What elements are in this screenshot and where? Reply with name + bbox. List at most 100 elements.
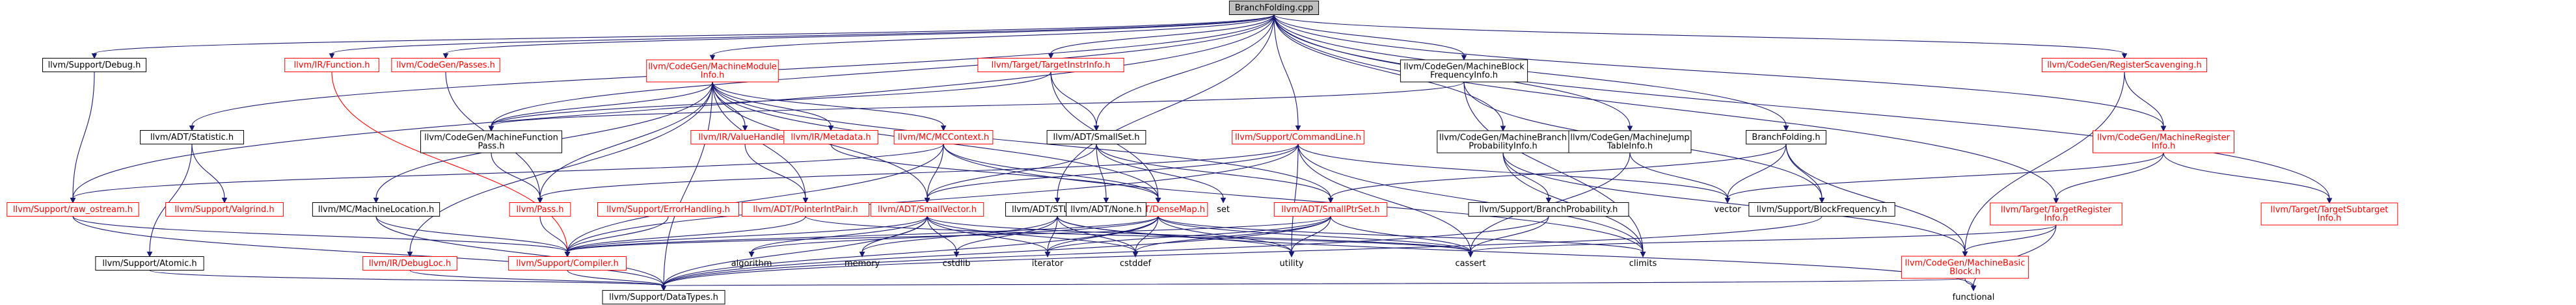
edge-root-to-treg	[1273, 14, 2059, 204]
node-label: climits	[1629, 259, 1657, 269]
node-box	[1400, 59, 1528, 83]
node-label: set	[1217, 205, 1230, 215]
node-compiler[interactable]: llvm/Support/Compiler.h	[508, 256, 627, 271]
node-label: llvm/CodeGen/MachineBasic	[1905, 259, 2026, 269]
node-errh[interactable]: llvm/Support/ErrorHandling.h	[597, 202, 739, 217]
node-bfh[interactable]: BranchFolding.h	[1746, 130, 1826, 144]
node-rs[interactable]: llvm/CodeGen/RegisterScavenging.h	[2041, 58, 2208, 72]
edge-arrowhead	[564, 252, 571, 258]
edge-root-to-tsub	[1273, 14, 2333, 204]
node-label: llvm/ADT/None.h	[1070, 205, 1141, 215]
node-cstdlib: cstdlib	[943, 259, 971, 269]
node-box	[1748, 202, 1895, 217]
node-label: llvm/Support/BlockFrequency.h	[1757, 205, 1888, 215]
edge-smallvector-to-datatypes	[660, 216, 928, 291]
node-function[interactable]: llvm/IR/Function.h	[284, 58, 379, 72]
edge-arrowhead	[1627, 126, 1633, 132]
node-box	[1746, 130, 1826, 144]
node-valgrind[interactable]: llvm/Support/Valgrind.h	[165, 202, 284, 217]
node-vector: vector	[1714, 205, 1741, 215]
node-label: llvm/IR/Function.h	[294, 60, 370, 70]
node-label: Info.h	[701, 71, 725, 81]
edge-arrowhead	[1545, 198, 1552, 204]
edge-bfh-to-bfreq	[1785, 144, 1825, 204]
node-tri[interactable]: llvm/Target/TargetInstrInfo.h	[977, 58, 1124, 72]
edge-function-to-compiler	[331, 72, 571, 258]
edge-arrowhead	[1132, 252, 1139, 258]
node-ivh[interactable]: llvm/IR/ValueHandle.h	[690, 130, 800, 144]
node-metadata[interactable]: llvm/IR/Metadata.h	[783, 130, 878, 144]
edge-arrowhead	[953, 252, 960, 258]
node-label: llvm/Support/Compiler.h	[516, 259, 618, 269]
node-pass[interactable]: llvm/Pass.h	[509, 202, 571, 217]
node-none[interactable]: llvm/ADT/None.h	[1066, 202, 1146, 217]
node-label: llvm/CodeGen/MachineBlock	[1403, 62, 1525, 72]
edge-arrowhead	[940, 126, 947, 131]
node-label: llvm/MC/MachineLocation.h	[318, 205, 434, 215]
edge-treg-to-mbb	[1962, 224, 2057, 258]
edge-arrowhead	[1783, 126, 1789, 131]
node-atomic[interactable]: llvm/Support/Atomic.h	[95, 256, 204, 271]
edge-arrowhead	[1970, 285, 1977, 291]
node-datatypes[interactable]: llvm/Support/DataTypes.h	[602, 290, 725, 304]
node-label: llvm/ADT/PointerIntPair.h	[753, 205, 858, 215]
edge-arrowhead	[748, 252, 755, 258]
node-smallset[interactable]: llvm/ADT/SmallSet.h	[1046, 130, 1146, 144]
node-debugloc[interactable]: llvm/IR/DebugLoc.h	[362, 256, 457, 271]
node-box	[165, 202, 284, 217]
edge-densemap-to-compiler	[564, 216, 1159, 258]
node-raw[interactable]: llvm/Support/raw_ostream.h	[7, 202, 139, 217]
node-mbpi[interactable]: llvm/CodeGen/MachineBranchProbabilityInf…	[1437, 130, 1569, 153]
node-climits: climits	[1629, 259, 1657, 269]
node-box	[7, 202, 139, 217]
node-label: utility	[1280, 259, 1304, 269]
edge-mmi-to-metadata	[712, 81, 834, 131]
node-box	[95, 256, 204, 271]
edge-arrowhead	[146, 252, 153, 258]
edge-arrowhead	[1500, 126, 1506, 132]
node-bfreq[interactable]: llvm/Support/BlockFrequency.h	[1748, 202, 1895, 217]
node-debug[interactable]: llvm/Support/Debug.h	[42, 58, 146, 72]
node-mccontext[interactable]: llvm/MC/MCContext.h	[893, 130, 994, 144]
node-label: llvm/Support/ErrorHandling.h	[606, 205, 730, 215]
edge-bfh-to-mbb	[1785, 144, 1968, 258]
node-label: cassert	[1455, 259, 1485, 269]
node-bprob[interactable]: llvm/Support/BranchProbability.h	[1468, 202, 1629, 217]
node-label: vector	[1714, 205, 1741, 215]
edge-debug-to-raw	[70, 72, 95, 204]
edge-bfreq-to-datatypes	[660, 216, 1823, 291]
node-utility: utility	[1280, 259, 1304, 269]
node-cmdline[interactable]: llvm/Support/CommandLine.h	[1232, 130, 1364, 144]
node-label: llvm/Target/TargetInstrInfo.h	[992, 60, 1111, 70]
edge-mmi-to-mfpass	[488, 81, 713, 132]
node-smallptrset[interactable]: llvm/ADT/SmallPtrSet.h	[1273, 202, 1388, 217]
edge-densemap-to-iterator	[1044, 216, 1159, 258]
node-statistic[interactable]: llvm/ADT/Statistic.h	[140, 130, 244, 144]
edges-layer	[70, 14, 2333, 291]
node-label: llvm/Support/raw_ostream.h	[13, 205, 133, 215]
node-mcloc[interactable]: llvm/MC/MachineLocation.h	[312, 202, 441, 217]
node-box	[508, 256, 627, 271]
node-pip[interactable]: llvm/ADT/PointerIntPair.h	[741, 202, 870, 217]
node-root[interactable]: BranchFolding.cpp	[1228, 1, 1320, 15]
node-passes[interactable]: llvm/CodeGen/Passes.h	[391, 58, 500, 72]
node-label: BranchFolding.cpp	[1235, 3, 1314, 13]
edge-arrowhead	[1461, 55, 1467, 61]
edge-arrowhead	[1048, 53, 1054, 59]
node-label: llvm/IR/DebugLoc.h	[369, 259, 451, 269]
node-iterator: iterator	[1032, 259, 1064, 269]
node-cstddef: cstddef	[1120, 259, 1152, 269]
edge-mbb-to-functional	[1964, 278, 1977, 291]
node-box	[1468, 202, 1629, 217]
node-smallvector[interactable]: llvm/ADT/SmallVector.h	[870, 202, 984, 217]
node-label: iterator	[1032, 259, 1064, 269]
